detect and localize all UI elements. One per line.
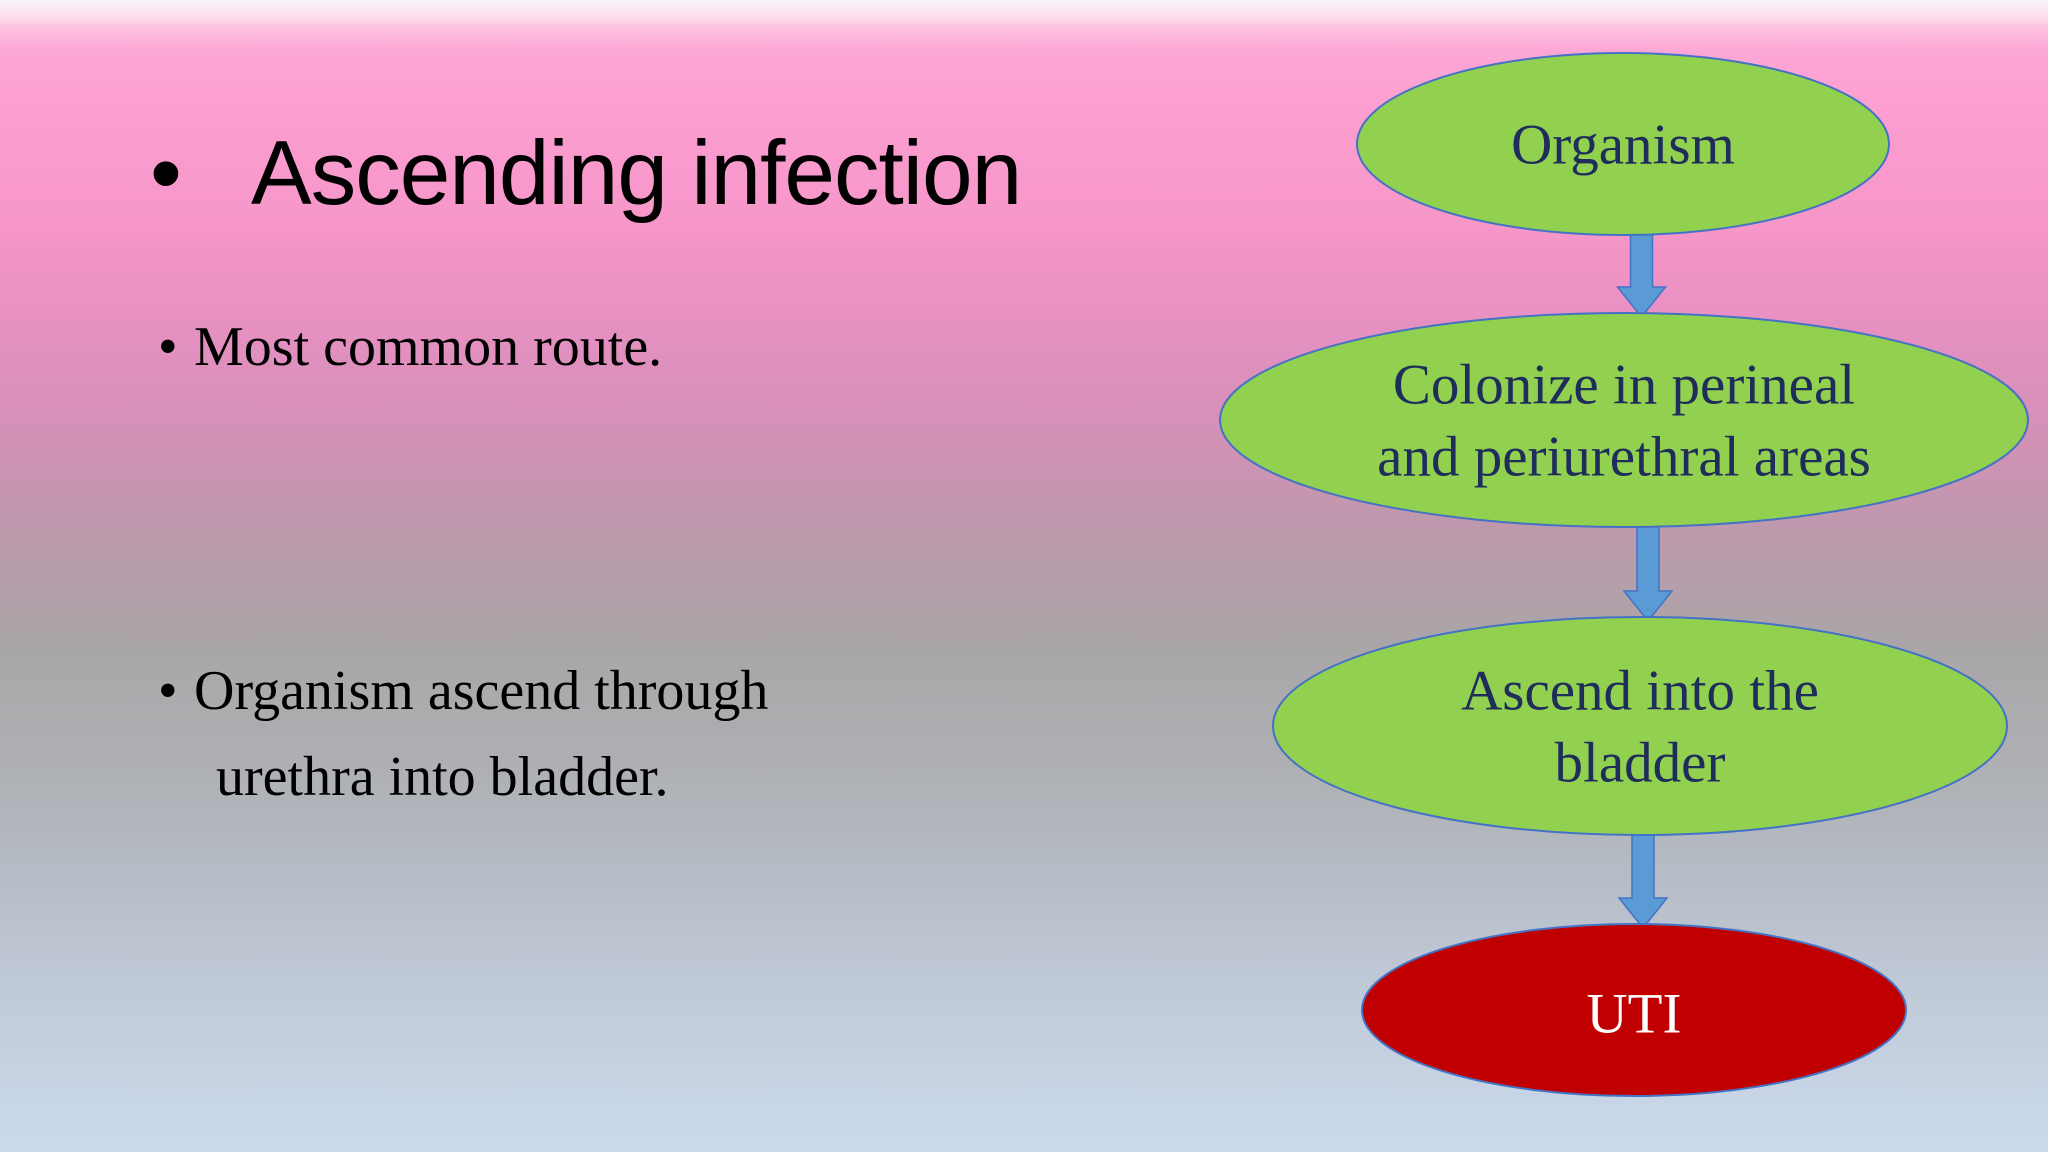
flow-node-label: Ascend into the bbox=[1461, 659, 1819, 722]
flow-node-uti: UTI bbox=[1361, 923, 1907, 1097]
flow-arrow-colonize-to-ascend bbox=[1622, 520, 1674, 623]
bullet-line-continuation: urethra into bladder. bbox=[216, 746, 669, 808]
flow-node-label: bladder bbox=[1555, 731, 1726, 794]
flow-node-colonize: Colonize in perineal and periurethral are… bbox=[1219, 312, 2029, 528]
flow-node-label: UTI bbox=[1587, 982, 1682, 1045]
title-text: Ascending infection bbox=[251, 123, 1022, 224]
flow-node-organism: Organism bbox=[1356, 52, 1890, 236]
flow-node-shape bbox=[1272, 616, 2008, 836]
flow-node-label: Colonize in perineal bbox=[1393, 353, 1855, 416]
bullet-item-ascend-route: • Organism ascend through urethra into bl… bbox=[158, 648, 768, 820]
flow-node-shape bbox=[1219, 312, 2029, 528]
flow-node-ascend: Ascend into the bladder bbox=[1272, 616, 2008, 836]
flow-arrow-organism-to-colonize bbox=[1615, 228, 1668, 319]
bullet-line: Organism ascend through bbox=[194, 660, 769, 722]
bullet-item-common-route: • Most common route. bbox=[158, 304, 662, 390]
flow-node-shape bbox=[1356, 52, 1890, 236]
slide-title: • Ascending infection bbox=[150, 118, 1022, 230]
flow-arrow-ascend-to-uti bbox=[1617, 828, 1669, 930]
title-bullet: • bbox=[150, 123, 182, 224]
flow-node-label: and periurethral areas bbox=[1377, 425, 1871, 488]
bullet-dot: • bbox=[158, 660, 178, 722]
bullet-dot: • bbox=[158, 316, 178, 378]
flow-node-shape bbox=[1361, 923, 1907, 1097]
bullet-line: Most common route. bbox=[194, 316, 663, 378]
flow-node-label: Organism bbox=[1511, 113, 1735, 176]
